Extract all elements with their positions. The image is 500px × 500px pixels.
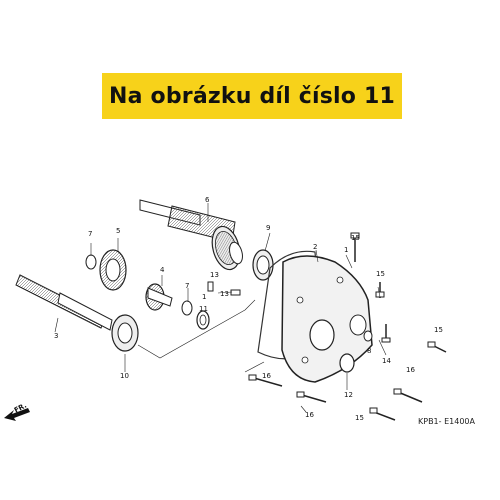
oil-seal-11	[196, 310, 210, 330]
banner-text: Na obrázku díl číslo 11	[109, 83, 395, 109]
bolt-16-bottom	[296, 391, 327, 403]
gear-4	[145, 283, 173, 311]
callout-5: 5	[116, 227, 120, 235]
callout-10: 10	[120, 372, 129, 380]
callout-3: 3	[54, 332, 58, 340]
callout-13a: 13	[210, 271, 219, 279]
front-arrow-icon	[4, 408, 30, 421]
part-number-banner: Na obrázku díl číslo 11	[102, 73, 402, 119]
main-shaft	[15, 274, 113, 331]
callout-7b: 7	[185, 282, 189, 290]
bolt-15-top	[350, 232, 360, 262]
oil-seal-12	[339, 353, 355, 373]
dowel-pin-13b	[230, 289, 241, 296]
callout-2: 2	[313, 243, 317, 251]
callout-1b: 1	[202, 293, 206, 301]
callout-6: 6	[205, 196, 210, 204]
countershaft	[139, 199, 243, 271]
washer-8	[363, 330, 373, 342]
callout-11: 11	[199, 305, 208, 313]
callout-13b: 13	[220, 290, 229, 298]
callout-15b: 15	[376, 270, 385, 278]
bearing-9	[252, 249, 274, 281]
dowel-pin-13	[207, 281, 214, 292]
callout-16a: 16	[262, 372, 271, 380]
bolt-14	[381, 324, 391, 343]
callout-12: 12	[344, 391, 353, 399]
callout-8: 8	[367, 347, 371, 355]
washer-7-left	[85, 254, 97, 270]
callout-4: 4	[160, 266, 165, 274]
callout-16c: 16	[406, 366, 415, 374]
callout-15a: 15	[351, 234, 360, 242]
bolt-15-right	[427, 341, 447, 353]
callout-9: 9	[266, 224, 270, 232]
gear-5	[99, 249, 127, 291]
leader-lines	[54, 203, 387, 413]
callout-numbers: 6 5 7 4 7 9 2 1 15 15 15 15 13 13 1 11 1…	[54, 196, 443, 422]
callout-7a: 7	[88, 230, 92, 238]
callout-15c: 15	[434, 326, 443, 334]
transmission-cover-1	[281, 255, 373, 383]
bolt-16-right	[393, 388, 423, 403]
bolt-16-left	[248, 374, 283, 387]
callout-1: 1	[344, 246, 348, 254]
bolt-15-bottom	[369, 407, 396, 421]
callout-16b: 16	[305, 411, 314, 419]
bearing-10	[111, 314, 139, 352]
diagram-code: KPB1- E1400A	[418, 417, 475, 426]
callout-15d: 15	[355, 414, 364, 422]
callout-14: 14	[382, 357, 391, 365]
washer-7-right	[181, 300, 193, 316]
